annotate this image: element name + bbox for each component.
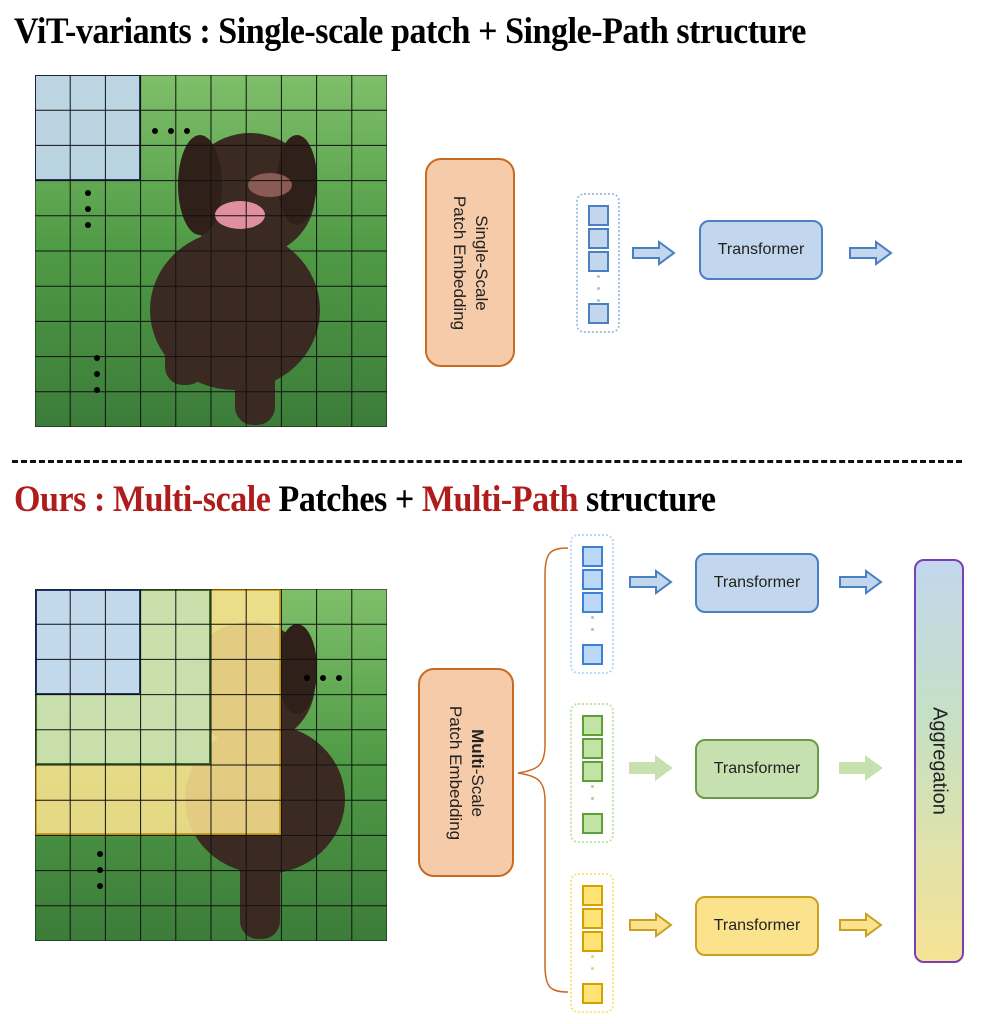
aggregation-block: Aggregation bbox=[914, 559, 964, 963]
token bbox=[582, 761, 603, 782]
patch-grid bbox=[35, 589, 387, 941]
title-multiscale: Multi-scale bbox=[112, 479, 271, 520]
token-sequence-medium bbox=[570, 703, 614, 843]
arrow-right-icon bbox=[629, 912, 673, 938]
embedding-label: Single-Scale Patch Embedding bbox=[450, 195, 491, 330]
fine-patch-highlight bbox=[35, 75, 140, 180]
arrow-right-icon bbox=[839, 912, 883, 938]
token bbox=[582, 908, 603, 929]
transformer-block-coarse: Transformer bbox=[695, 896, 819, 956]
embedding-label-rest: -Scale bbox=[468, 768, 487, 817]
transformer-block: Transformer bbox=[699, 220, 823, 280]
token-sequence-fine bbox=[570, 534, 614, 674]
embedding-label-bold: Multi bbox=[468, 728, 487, 769]
token-sequence bbox=[576, 193, 620, 333]
token bbox=[582, 569, 603, 590]
arrow-right-icon bbox=[629, 569, 673, 595]
title-structure: structure bbox=[577, 479, 716, 520]
brace-icon bbox=[517, 547, 569, 993]
token bbox=[588, 251, 609, 272]
token bbox=[588, 205, 609, 226]
transformer-block-medium: Transformer bbox=[695, 739, 819, 799]
token-sequence-coarse bbox=[570, 873, 614, 1013]
puppy-image-single-scale bbox=[35, 75, 387, 427]
ellipsis-dots bbox=[85, 128, 190, 393]
token bbox=[582, 738, 603, 759]
arrow-right-icon bbox=[629, 755, 673, 781]
title-patches: Patches + bbox=[270, 479, 422, 520]
aggregation-label: Aggregation bbox=[928, 707, 951, 815]
fine-patch-highlight bbox=[35, 589, 140, 694]
ellipsis-dots bbox=[97, 675, 342, 889]
section-divider bbox=[12, 460, 962, 463]
title-multipath: Multi-Path bbox=[421, 479, 579, 520]
arrow-right-icon bbox=[632, 240, 676, 266]
top-title: ViT-variants : Single-scale patch + Sing… bbox=[14, 11, 806, 52]
arrow-right-icon bbox=[849, 240, 893, 266]
bottom-title: Ours : Multi-scale Patches + Multi-Path … bbox=[14, 478, 716, 521]
transformer-block-fine: Transformer bbox=[695, 553, 819, 613]
token bbox=[582, 931, 603, 952]
title-ours: Ours : bbox=[14, 479, 113, 520]
puppy-image-multi-scale bbox=[35, 589, 387, 941]
arrow-right-icon bbox=[839, 755, 883, 781]
token bbox=[588, 303, 609, 324]
arrow-right-icon bbox=[839, 569, 883, 595]
embedding-label-line2: Patch Embedding bbox=[446, 705, 465, 840]
token bbox=[582, 885, 603, 906]
multi-scale-patch-embedding: Multi-Scale Patch Embedding bbox=[418, 668, 514, 877]
token bbox=[582, 592, 603, 613]
single-scale-patch-embedding: Single-Scale Patch Embedding bbox=[425, 158, 515, 367]
embedding-label: Multi-Scale Patch Embedding bbox=[444, 705, 488, 839]
token bbox=[582, 813, 603, 834]
token bbox=[582, 983, 603, 1004]
token bbox=[582, 715, 603, 736]
token bbox=[588, 228, 609, 249]
token bbox=[582, 644, 603, 665]
token bbox=[582, 546, 603, 567]
patch-grid bbox=[35, 75, 387, 427]
